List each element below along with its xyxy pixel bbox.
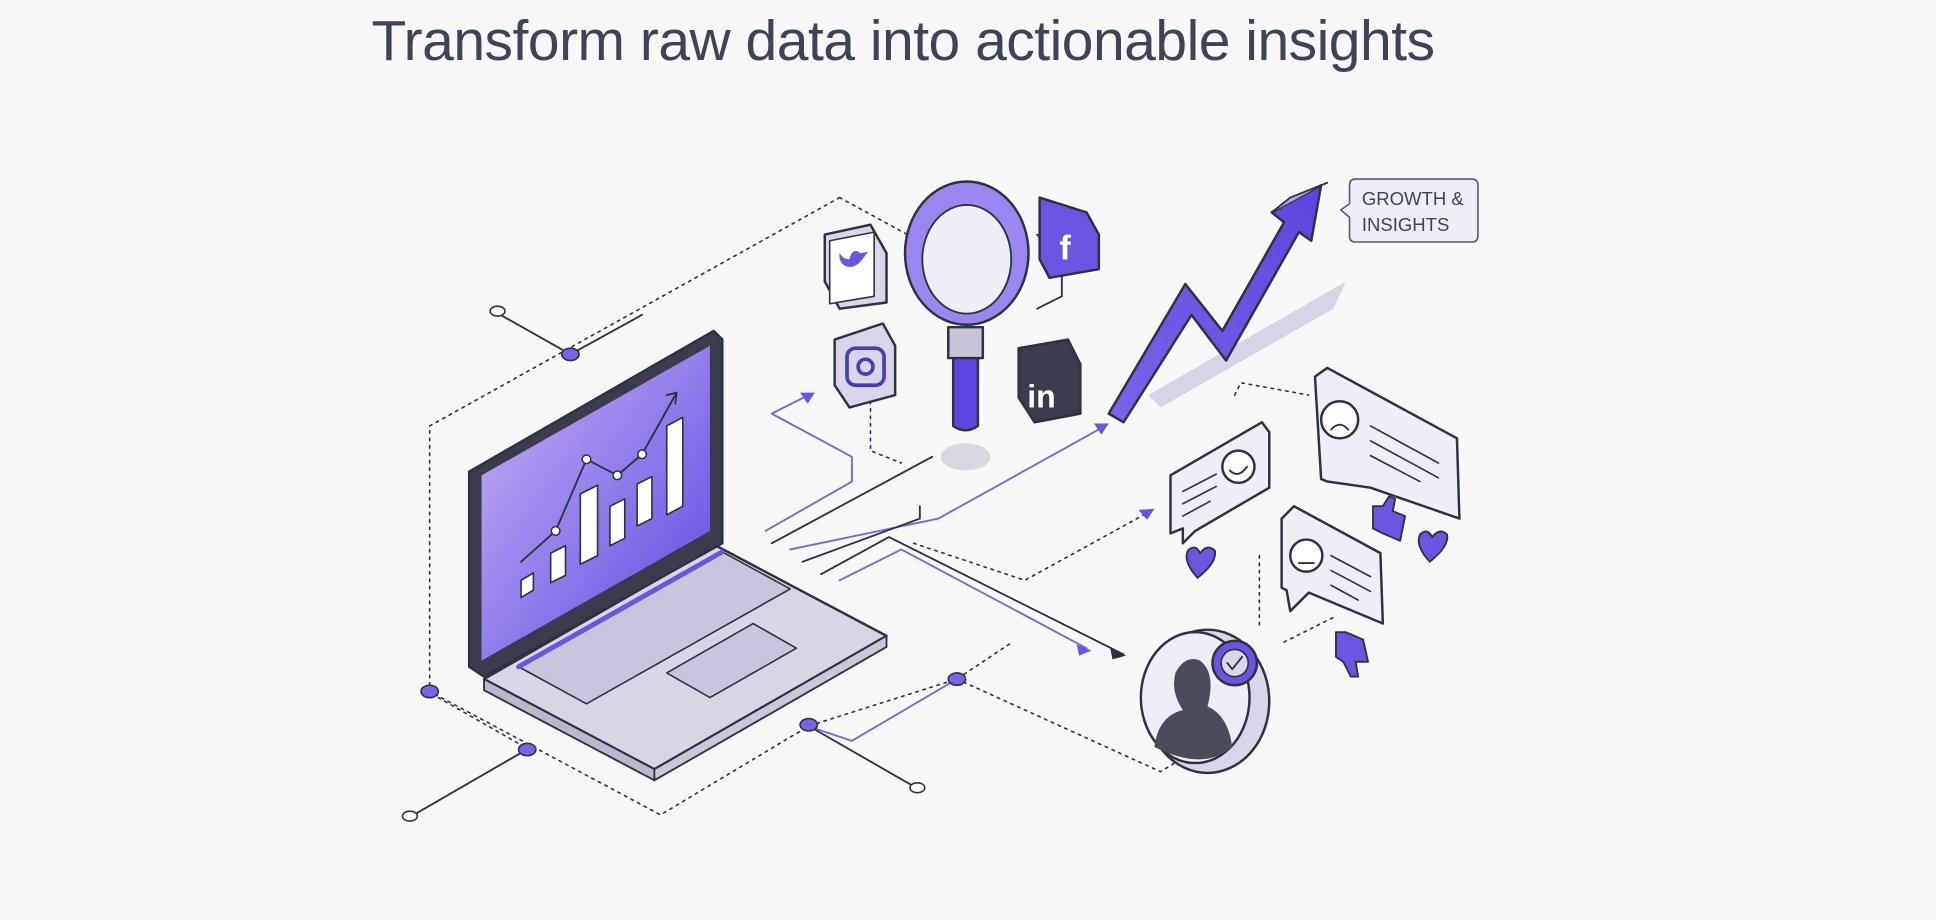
laptop-icon (467, 329, 888, 782)
callout-line-1: GROWTH & (1362, 188, 1464, 209)
thumbs-up-icon (1372, 495, 1407, 542)
page-title: Transform raw data into actionable insig… (371, 9, 1435, 73)
happy-chat-icon (1169, 421, 1271, 545)
callout-line-2: INSIGHTS (1362, 214, 1449, 235)
arrowheads (800, 392, 1155, 656)
dotted-connectors (428, 196, 1335, 816)
sad-chat-icon (1313, 366, 1461, 520)
twitter-icon (823, 223, 888, 310)
instagram-icon (833, 322, 897, 409)
svg-text:in: in (1027, 378, 1056, 414)
magnifier-icon (903, 180, 1030, 471)
growth-insights-callout: GROWTH & INSIGHTS (1340, 178, 1479, 243)
user-avatar-icon (1139, 628, 1271, 775)
svg-text:f: f (1059, 229, 1071, 267)
heart-icon (1417, 530, 1449, 563)
heart-icon (1185, 546, 1217, 579)
thumbs-down-icon (1335, 631, 1369, 678)
growth-arrow-icon (1107, 181, 1346, 424)
connector-nodes (401, 305, 967, 822)
linkedin-icon: in (1017, 338, 1082, 424)
neutral-chat-icon (1280, 504, 1385, 625)
facebook-icon: f (1038, 196, 1101, 280)
